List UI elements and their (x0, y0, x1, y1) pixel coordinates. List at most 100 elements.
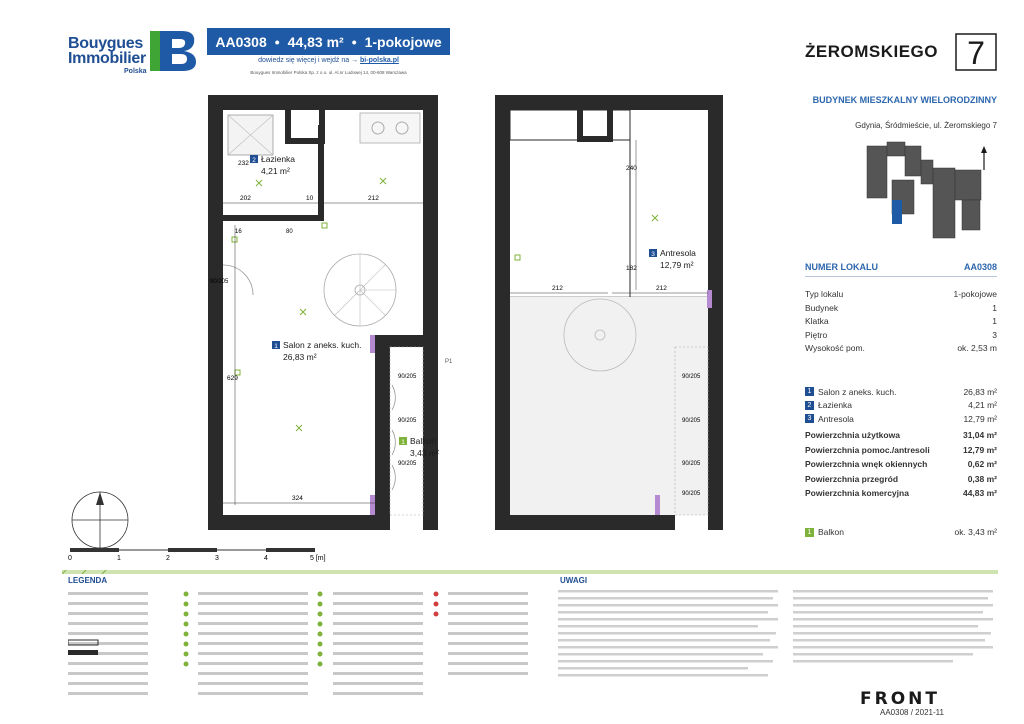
room-row: 2 Łazienka 4,21 m² (805, 399, 997, 413)
room-name: Łazienka (261, 154, 295, 164)
room-label-antresola: 3 Antresola 12,79 m² (649, 248, 696, 270)
logo-line1: Bouygues (68, 35, 143, 52)
dimension-label: 629 (227, 375, 238, 382)
property-row: Wysokość pom.ok. 2,53 m (805, 343, 997, 357)
footer-unit: AA0308 (880, 708, 909, 717)
balcony-area: ok. 3,43 m² (954, 527, 997, 537)
visit-text: dowiedz się więcej i wejdź na (258, 57, 350, 64)
logo-line2: Immobilier (68, 50, 146, 67)
scale-label: 3 (215, 555, 219, 562)
dimension-label: 182 (626, 265, 637, 272)
room-label-lazienka: 2 Łazienka 4,21 m² (250, 154, 295, 176)
room-number-badge: 2 (805, 400, 814, 410)
scale-label: 4 (264, 555, 268, 562)
front-logo: FRONT (860, 689, 937, 706)
property-value: 1 (992, 316, 997, 327)
room-area: 12,79 m² (963, 413, 997, 424)
room-area: 4,21 m² (968, 400, 997, 411)
logo-sub: Polska (124, 68, 147, 75)
footer-date: 2021-11 (915, 708, 944, 717)
door-label: 90/205 (682, 491, 701, 497)
unit-banner: AA0308 • 44,83 m² • 1-pokojowe (207, 28, 450, 55)
compass-icon (71, 491, 129, 549)
legend-title: LEGENDA (68, 576, 108, 585)
property-value: 1-pokojowe (953, 289, 997, 299)
scale-label: 0 (68, 555, 72, 562)
balcony-badge: 1 (805, 527, 814, 537)
property-label: Typ lokalu (805, 289, 844, 299)
logo-text: Bouygues Immobilier (68, 35, 146, 67)
door-label: 90/205 (682, 461, 701, 467)
door-label: 90/205 (210, 279, 229, 285)
summary-label: Powierzchnia komercyjna (805, 488, 909, 498)
summary-label: Powierzchnia pomoc./antresoli (805, 444, 930, 455)
door-label: 90/205 (398, 461, 417, 467)
room-name: Łazienka (818, 400, 853, 411)
room-label-salon: 1 Salon z aneks. kuch. 26,83 m² (272, 340, 361, 362)
unit-number-value: AA0308 (963, 262, 997, 272)
summary-value: 0,38 m² (967, 473, 997, 484)
website-link[interactable]: bi-polska.pl (360, 57, 399, 64)
unit-type: 1-pokojowe (364, 33, 442, 50)
bullet-sep: • (274, 33, 280, 50)
lower-level-plan: 2 Łazienka 4,21 m² 1 Salon z aneks. kuch… (208, 95, 453, 530)
dimension-label: 212 (552, 285, 563, 292)
visit-line: dowiedz się więcej i wejdź na → bi-polsk… (207, 57, 450, 64)
unit-area: 44,83 m² (287, 33, 344, 50)
project-brand: ŻEROMSKIEGO (805, 42, 939, 61)
summary-value: 31,04 m² (962, 430, 997, 440)
room-name: Antresola (818, 413, 854, 424)
scale-label: 1 (117, 555, 121, 562)
property-row: Budynek 1 (805, 303, 997, 317)
property-label: Piętro (805, 329, 828, 340)
summary-value: 12,79 m² (962, 444, 997, 455)
legend-symbols (68, 591, 528, 695)
summary-label: Powierzchnia wnęk okiennych (805, 459, 928, 469)
property-value: 1 (992, 302, 997, 313)
dimension-label: 212 (368, 195, 379, 202)
room-area: 3,43 m² (410, 448, 439, 458)
room-area: 4,21 m² (261, 166, 290, 176)
scale-label: 5 [m] (310, 555, 326, 562)
footer-code: AA0308 / 2021-11 (880, 708, 944, 717)
arrow-icon: → (351, 57, 359, 64)
property-label: Budynek (805, 302, 839, 313)
dimension-label: 10 (306, 195, 314, 202)
bouygues-b-icon (150, 31, 196, 71)
door-label: 90/205 (682, 418, 701, 424)
building-title: BUDYNEK MIESZKALNY WIELORODZINNY (812, 95, 997, 105)
dimension-label: 80 (286, 229, 293, 235)
dimension-label: 324 (292, 495, 303, 502)
property-label: Klatka (805, 316, 829, 327)
brand-number: 7 (967, 35, 985, 71)
unit-properties: Typ lokalu 1-pokojowe Budynek 1 Klatka 1 Pi… (805, 289, 997, 357)
section-marker: P1 (445, 359, 453, 365)
bullet-sep: • (351, 33, 357, 50)
dimension-label: 16 (235, 229, 242, 235)
dimension-label: 202 (240, 195, 251, 202)
building-key-plan (862, 140, 997, 240)
balcony-name: Balkon (818, 527, 844, 537)
unit-number-row: NUMER LOKALU AA0308 (805, 262, 997, 277)
room-name: Salon z aneks. kuch. (818, 386, 897, 397)
room-name: Antresola (660, 248, 696, 258)
property-value: 3 (992, 329, 997, 340)
company-line: Bouygues Immobilier Polska Sp. z o.o. ul… (250, 70, 407, 75)
room-label-balkon: 1 Balkon 3,43 m² (399, 436, 439, 458)
summary-value: 0,62 m² (967, 459, 997, 469)
room-name: Balkon (410, 436, 436, 446)
summary-row: Powierzchnia wnęk okiennych 0,62 m² (805, 459, 997, 474)
scale-bar: 0 1 2 3 4 5 [m] (68, 548, 326, 562)
dimension-label: 232 (238, 160, 249, 167)
scale-label: 2 (166, 555, 170, 562)
dimension-label: 240 (626, 165, 637, 172)
property-row: Typ lokalu 1-pokojowe (805, 289, 997, 303)
door-label: 90/205 (398, 374, 417, 380)
room-area: 26,83 m² (963, 386, 997, 397)
room-num: 1 (274, 343, 278, 350)
room-num: 2 (252, 157, 256, 164)
